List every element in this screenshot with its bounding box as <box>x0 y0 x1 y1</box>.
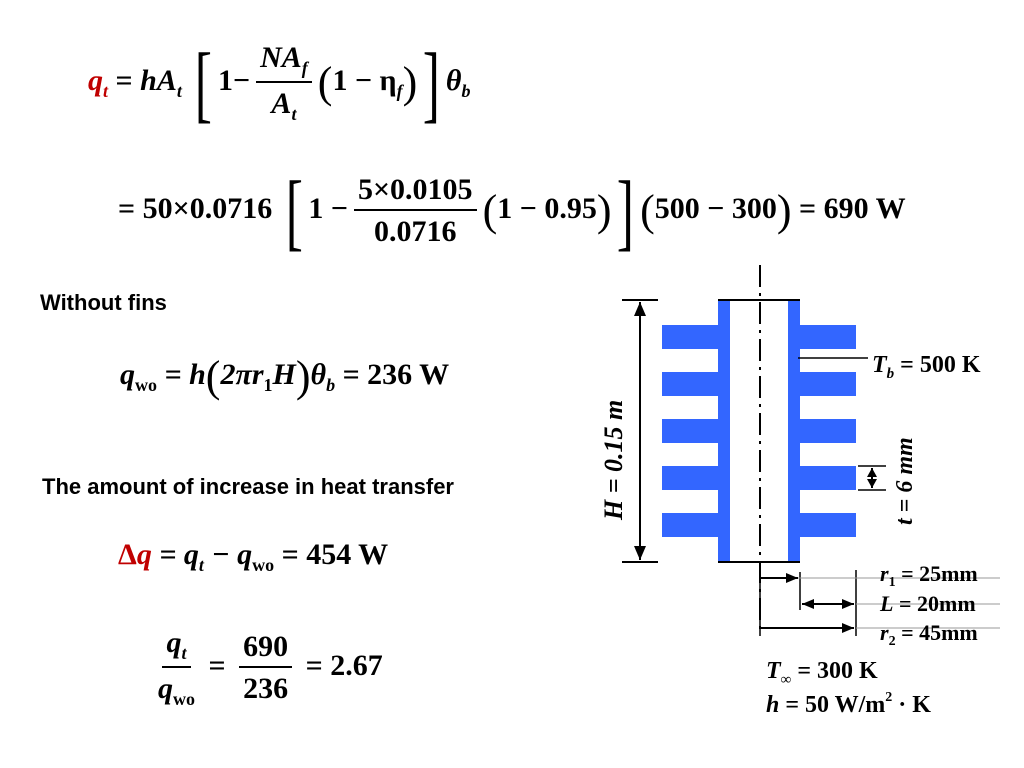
t-label: t = 6 mm <box>892 437 918 525</box>
bracket-left: [ <box>195 35 213 131</box>
H-label: H = 0.15 m <box>599 400 628 521</box>
r1-label: r1 = 25mm <box>880 561 978 590</box>
symbol-q: q <box>88 63 103 97</box>
increase-label: The amount of increase in heat transfer <box>42 474 454 499</box>
fins-left <box>662 325 718 537</box>
r2-label: r2 = 45mm <box>880 620 978 649</box>
cylinder-right-wall <box>788 300 800 562</box>
h-label: h = 50 W/m2 · K <box>766 690 931 718</box>
bracket-right: ] <box>422 35 441 131</box>
Tb-label: Tb = 500 K <box>872 352 981 382</box>
equation-delta-q: Δq = qt − qwo = 454 W <box>118 538 389 575</box>
cylinder-left-wall <box>718 300 730 562</box>
equation-without-fins: qwo = h(2πr1H)θb = 236 W <box>120 352 450 401</box>
fins-right <box>800 325 856 537</box>
L-label: L = 20mm <box>879 591 976 616</box>
without-fins-label: Without fins <box>40 290 167 315</box>
Tinf-label: T∞ = 300 K <box>766 658 878 688</box>
